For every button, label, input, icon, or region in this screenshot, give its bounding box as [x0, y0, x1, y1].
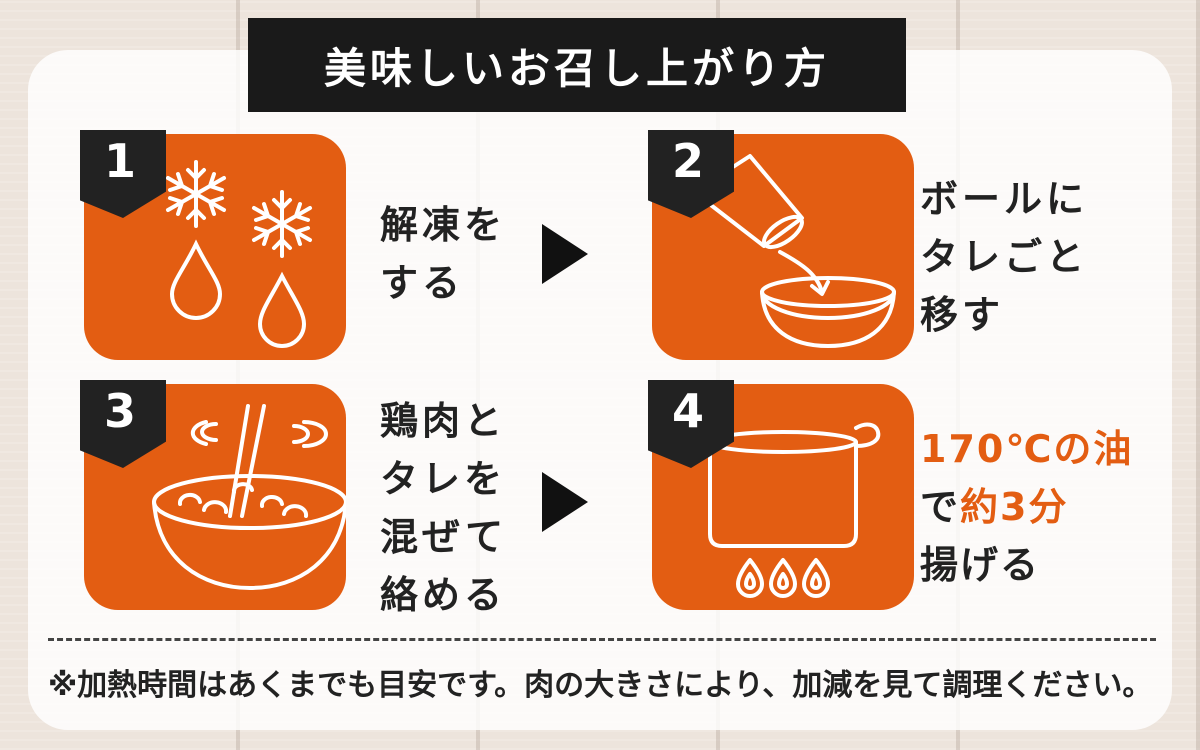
snowflake-drops-icon [166, 160, 312, 348]
step-4-text: 170℃の油 で約3分 揚げる [920, 427, 1134, 587]
arrow-right-icon [542, 224, 588, 284]
step-2-text: ボールに タレごと 移す [920, 177, 1089, 337]
step-1-panel: 1 [80, 130, 346, 360]
step-4-panel: 4 [648, 380, 914, 610]
step-4-number-tab: 4 [648, 380, 734, 468]
step-3-number-tab: 3 [80, 380, 166, 468]
cooking-note: ※加熱時間はあくまでも目安です。肉の大きさにより、加減を見て調理ください。 [48, 668, 1153, 703]
arrow-right-icon [542, 472, 588, 532]
mixing-bowl-chopsticks-icon [152, 404, 346, 591]
step-1-text: 解凍を する [380, 203, 507, 305]
step-3-panel: 3 [80, 380, 346, 610]
step-1-number-tab: 1 [80, 130, 166, 218]
step-2-number-tab: 2 [648, 130, 734, 218]
step-3-text: 鶏肉と タレを 混ぜて 絡める [380, 399, 508, 617]
step-2-panel: 2 [648, 130, 914, 360]
dashed-divider [48, 638, 1156, 641]
page-title: 美味しいお召し上がり方 [248, 18, 906, 112]
